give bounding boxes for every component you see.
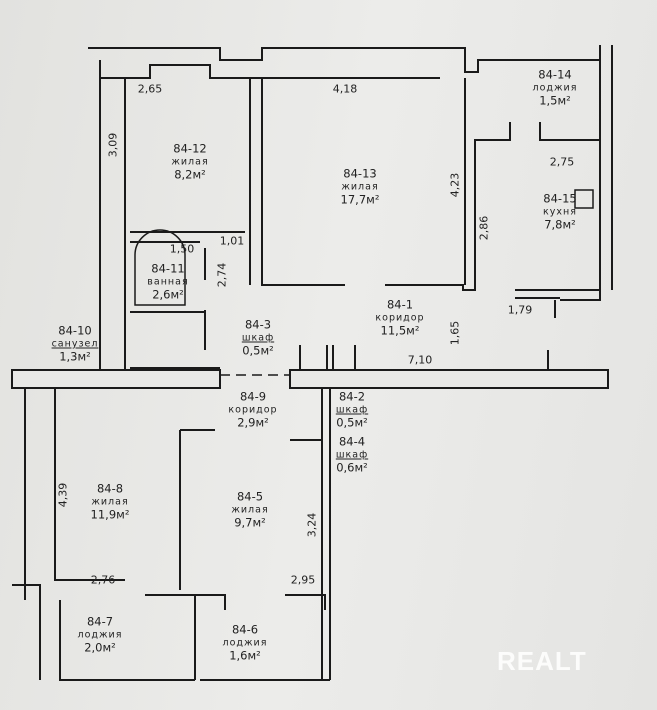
dimension: 4,23 <box>448 172 462 198</box>
dimension: 2,74 <box>215 262 229 288</box>
dimension: 2,86 <box>477 215 491 241</box>
dimension: 1,79 <box>507 303 533 317</box>
dimension: 2,95 <box>290 573 316 587</box>
dimension: 4,18 <box>332 82 358 96</box>
dimension: 1,50 <box>169 242 195 256</box>
dimension: 3,24 <box>305 512 319 538</box>
dimension: 2,65 <box>137 82 163 96</box>
watermark-logo: REALT <box>497 646 587 676</box>
dimension: 1,65 <box>448 320 462 346</box>
dimension: 2,76 <box>90 573 116 587</box>
dimension: 7,10 <box>407 353 433 367</box>
dimension: 3,09 <box>106 132 120 158</box>
dimension: 4,39 <box>56 482 70 508</box>
dimension: 1,01 <box>219 234 245 248</box>
dimension: 2,75 <box>549 155 575 169</box>
